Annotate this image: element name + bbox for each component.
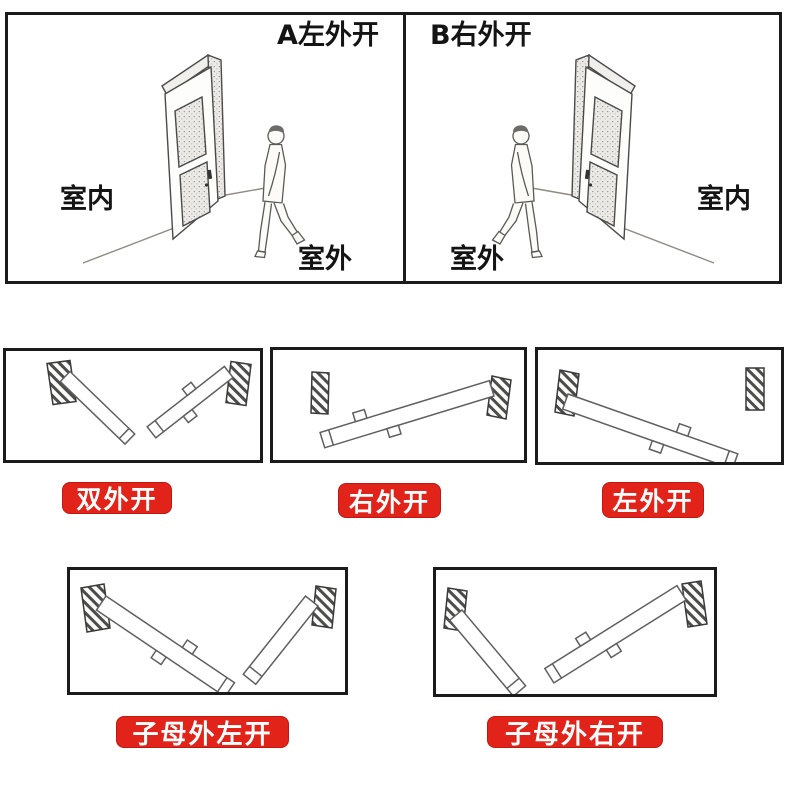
panel-b-title: B右外开 xyxy=(430,20,532,51)
top-section-box: A左外开 室内 室外 xyxy=(5,12,782,284)
walking-person-figure xyxy=(254,125,306,259)
panel-b-right-outward: B右外开 室外 室内 xyxy=(406,15,779,281)
door-right-outward-illustration xyxy=(491,53,715,264)
door-left-outward-illustration xyxy=(82,53,306,264)
mother-child-right-diagram-box xyxy=(433,567,717,697)
walking-person-figure xyxy=(491,125,543,259)
double-outward-diagram-box xyxy=(3,348,263,463)
panel-a-left-outward: A左外开 室内 室外 xyxy=(8,15,406,281)
mother-child-left-topview xyxy=(80,583,337,692)
label-right-outward: 右外开 xyxy=(338,483,441,518)
mother-child-left-diagram-box xyxy=(67,567,348,695)
label-mother-child-left: 子母外左开 xyxy=(116,716,289,750)
panel-a-outdoor-label: 室外 xyxy=(298,244,352,275)
left-outward-topview xyxy=(554,367,765,462)
mother-child-right-topview xyxy=(443,580,708,694)
door-perspective-group xyxy=(82,53,272,264)
right-outward-diagram-box xyxy=(270,347,527,463)
panel-b-outdoor-label: 室外 xyxy=(450,244,504,275)
panel-b-indoor-label: 室内 xyxy=(697,184,751,215)
panel-a-indoor-label: 室内 xyxy=(60,184,114,215)
label-left-outward: 左外开 xyxy=(602,482,704,518)
right-outward-topview xyxy=(310,371,512,449)
panel-a-title: A左外开 xyxy=(277,20,379,51)
left-outward-diagram-box xyxy=(535,347,784,465)
label-mother-child-right: 子母外右开 xyxy=(487,716,663,750)
double-outward-topview xyxy=(46,359,252,446)
door-perspective-group xyxy=(525,53,715,264)
label-double-outward: 双外开 xyxy=(62,482,172,514)
